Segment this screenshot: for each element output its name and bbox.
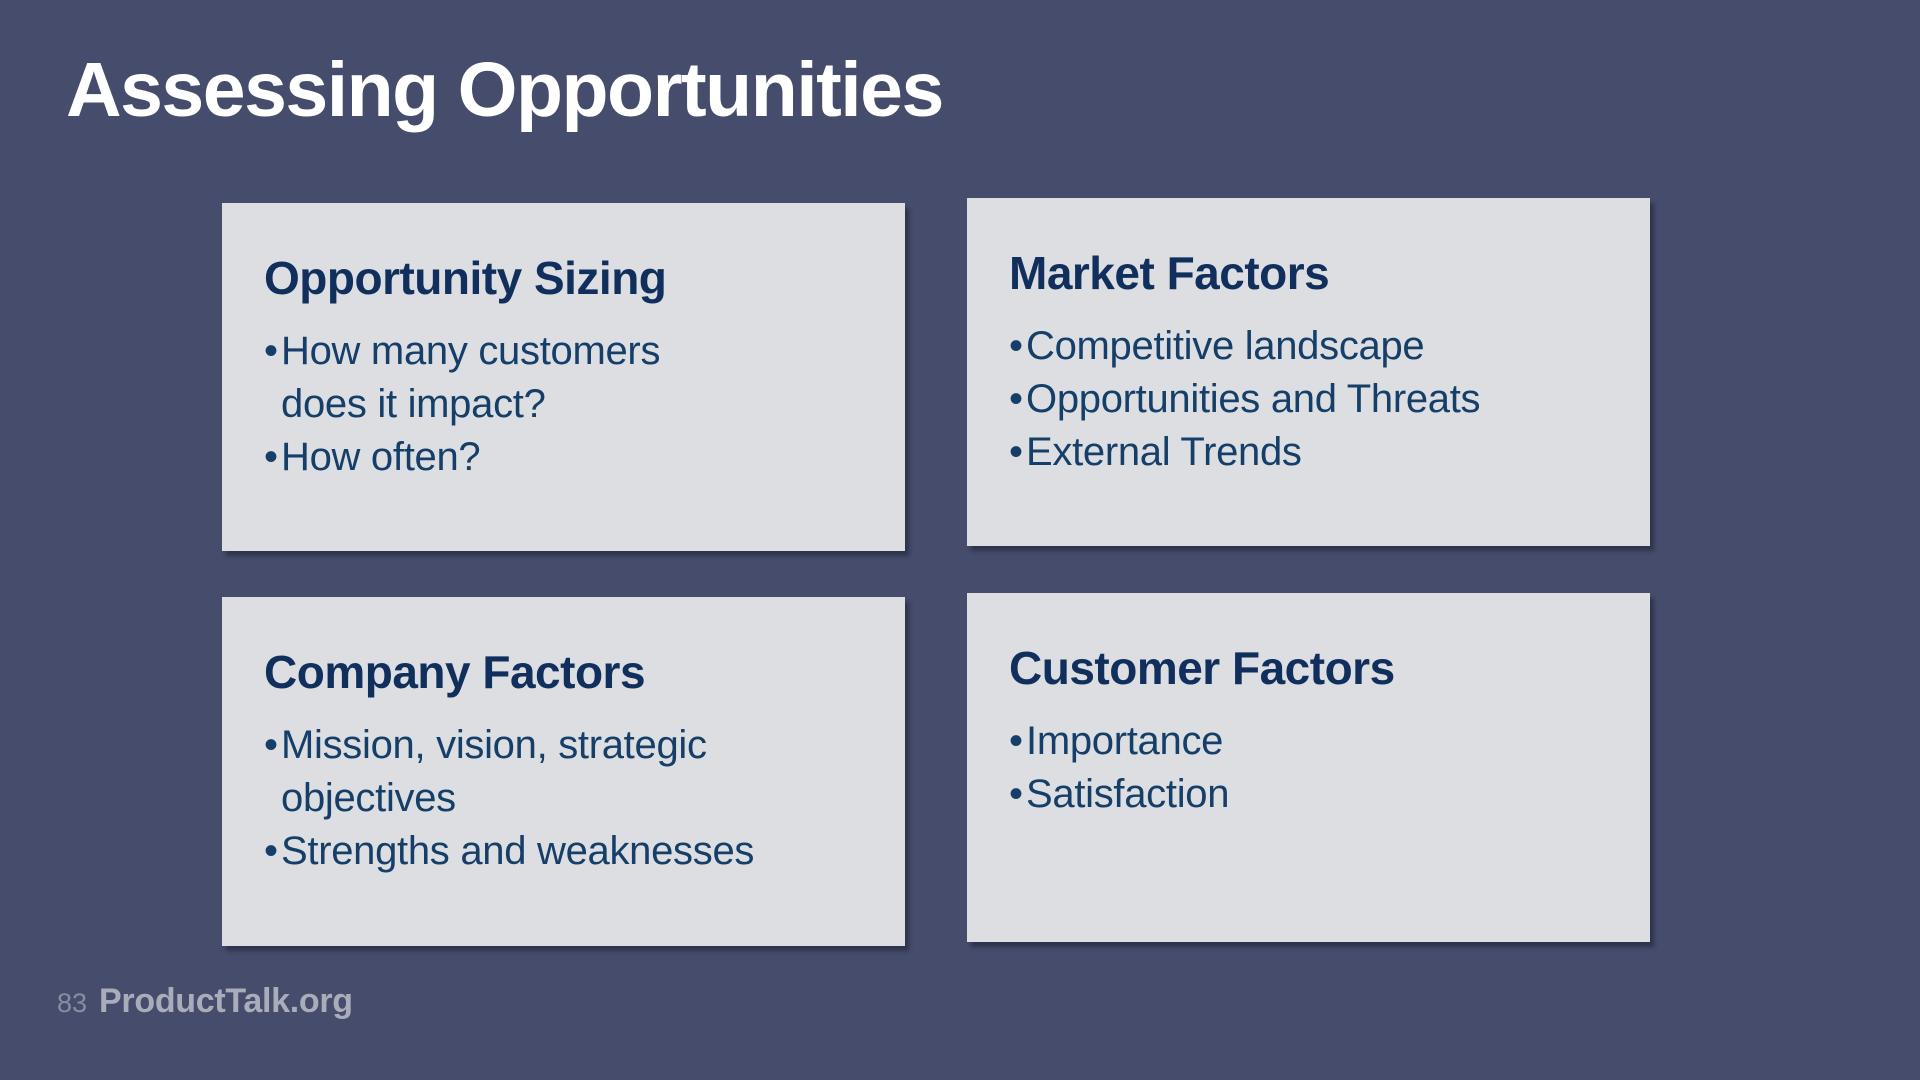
bullet-text: Importance (1026, 719, 1224, 763)
bullet-item: • Importance (1009, 715, 1608, 768)
bullet-list: • Importance • Satisfaction (1009, 715, 1608, 821)
card-company-factors: Company Factors • Mission, vision, strat… (222, 597, 905, 946)
card-title: Opportunity Sizing (264, 252, 667, 304)
slide-footer: 83 ProductTalk.org (57, 982, 353, 1021)
bullet-text: How often? (281, 435, 481, 479)
bullet-text: Strengths and weaknesses (281, 829, 755, 873)
bullet-text: Satisfaction (1026, 772, 1230, 816)
bullet-dot-icon: • (1009, 430, 1023, 474)
bullet-item: • Competitive landscape (1009, 320, 1608, 373)
card-opportunity-sizing: Opportunity Sizing • How many customers … (222, 203, 905, 551)
card-title: Company Factors (264, 646, 646, 698)
card-title: Customer Factors (1009, 642, 1395, 694)
card-title: Market Factors (1009, 247, 1330, 299)
bullet-text: Opportunities and Threats (1026, 377, 1481, 421)
bullet-dot-icon: • (264, 435, 278, 479)
bullet-item: • Opportunities and Threats (1009, 373, 1608, 426)
bullet-dot-icon: • (1009, 324, 1023, 368)
bullet-dot-icon: • (1009, 377, 1023, 421)
bullet-item: • How many customers does it impact? (264, 325, 863, 431)
card-market-factors: Market Factors • Competitive landscape •… (967, 198, 1650, 546)
bullet-text: Mission, vision, strategic objectives (281, 723, 707, 820)
bullet-item: • Satisfaction (1009, 768, 1608, 821)
slide-title: Assessing Opportunities (66, 47, 944, 133)
bullet-text: Competitive landscape (1026, 324, 1425, 368)
bullet-list: • Competitive landscape • Opportunities … (1009, 320, 1608, 479)
bullet-text: External Trends (1026, 430, 1302, 474)
bullet-dot-icon: • (264, 329, 278, 373)
bullet-list: • How many customers does it impact? • H… (264, 325, 863, 484)
bullet-item: • How often? (264, 431, 863, 484)
bullet-dot-icon: • (1009, 719, 1023, 763)
card-customer-factors: Customer Factors • Importance • Satisfac… (967, 593, 1650, 942)
brand-text: ProductTalk.org (99, 982, 353, 1020)
bullet-dot-icon: • (264, 829, 278, 873)
bullet-dot-icon: • (1009, 772, 1023, 816)
bullet-list: • Mission, vision, strategic objectives … (264, 719, 863, 878)
bullet-dot-icon: • (264, 723, 278, 767)
bullet-item: • Strengths and weaknesses (264, 825, 863, 878)
bullet-item: • External Trends (1009, 426, 1608, 479)
page-number: 83 (57, 988, 88, 1018)
bullet-text: How many customers does it impact? (281, 329, 661, 426)
bullet-item: • Mission, vision, strategic objectives (264, 719, 863, 825)
